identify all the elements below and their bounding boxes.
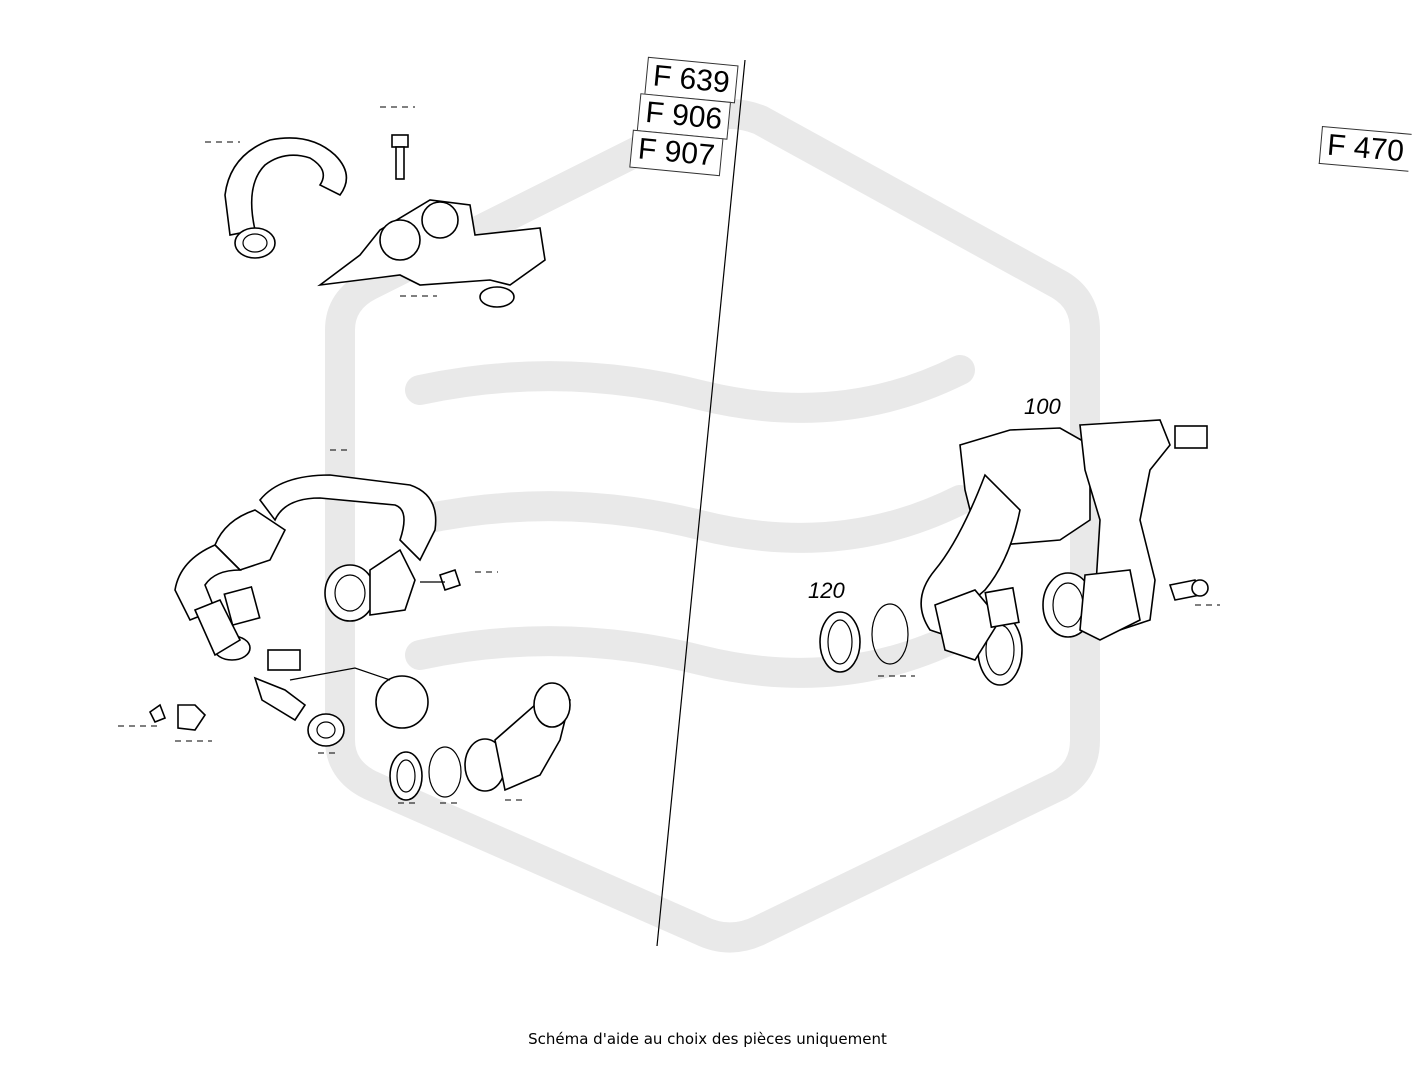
reference-box[interactable]: F 907 — [629, 129, 724, 177]
footer-disclaimer: Schéma d'aide au choix des pièces unique… — [528, 1030, 887, 1048]
reference-box-right[interactable]: F 470 — [1318, 126, 1412, 172]
callout-120: 120 — [808, 578, 845, 603]
top-sensor-bracket — [317, 199, 546, 308]
left-tube-assembly — [174, 474, 462, 661]
left-lower-assembly — [148, 649, 571, 801]
reference-box-group: F 639 F 906 F 907 — [629, 56, 739, 178]
right-assembly — [819, 419, 1209, 686]
callout-100: 100 — [1024, 394, 1061, 419]
top-hose — [224, 137, 348, 259]
reference-dashes — [118, 106, 1220, 804]
separator-line — [656, 59, 746, 947]
top-bolt — [391, 134, 409, 180]
